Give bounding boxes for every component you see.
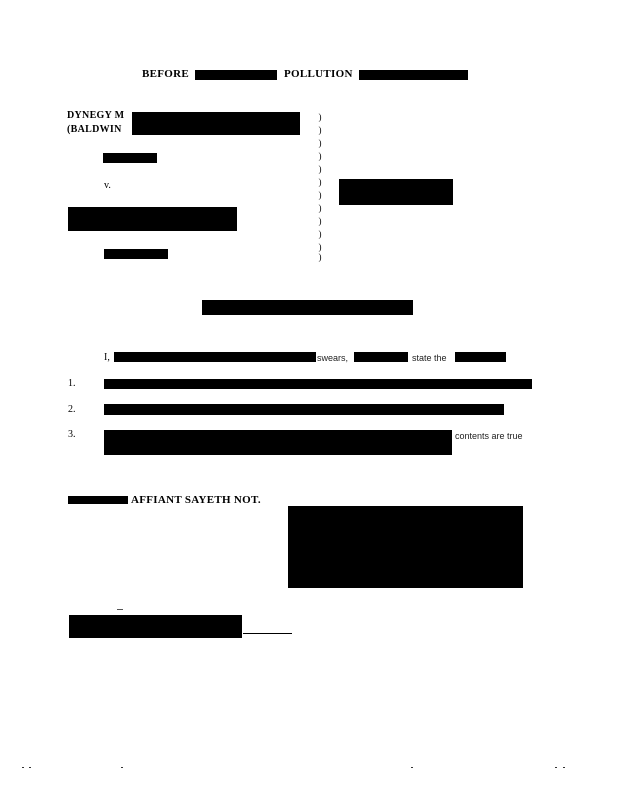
notary-speck bbox=[117, 609, 123, 610]
redaction-respondent bbox=[68, 207, 237, 231]
redaction-affiant-name bbox=[114, 352, 316, 362]
paragraph-number-1: 1. bbox=[68, 378, 76, 389]
closing-statement: AFFIANT SAYETH NOT. bbox=[131, 494, 261, 506]
scan-artifact-1 bbox=[22, 767, 24, 768]
caption-paren-1: ) bbox=[318, 112, 322, 122]
versus-label: v. bbox=[104, 180, 111, 191]
intro-swears: swears, bbox=[317, 353, 349, 363]
scan-artifact-3 bbox=[121, 767, 123, 768]
redaction-petitioner bbox=[132, 112, 300, 135]
caption-paren-2: ) bbox=[318, 125, 322, 135]
redaction-heading-1 bbox=[195, 70, 277, 80]
caption-paren-3: ) bbox=[318, 138, 322, 148]
redaction-heading-2 bbox=[359, 70, 468, 80]
caption-paren-11: ) bbox=[318, 242, 322, 252]
scan-artifact-6 bbox=[563, 767, 565, 768]
scan-artifact-4 bbox=[411, 767, 413, 768]
caption-paren-5: ) bbox=[318, 164, 322, 174]
scan-artifact-5 bbox=[555, 767, 557, 768]
caption-paren-8: ) bbox=[318, 203, 322, 213]
redaction-petitioner-role bbox=[103, 153, 157, 163]
redaction-document-title bbox=[202, 300, 413, 315]
intro-states: state the bbox=[412, 353, 447, 363]
redaction-paragraph-2 bbox=[104, 404, 504, 415]
redaction-notary bbox=[69, 615, 242, 638]
petitioner-name-line1: DYNEGY M bbox=[67, 110, 125, 121]
caption-paren-6: ) bbox=[318, 177, 322, 187]
redaction-closing-prefix bbox=[68, 496, 128, 504]
paragraph-3-tail: contents are true bbox=[455, 431, 523, 441]
redaction-intro-3 bbox=[455, 352, 506, 362]
redaction-paragraph-3 bbox=[104, 430, 452, 455]
intro-pronoun: I, bbox=[104, 352, 110, 363]
caption-paren-9: ) bbox=[318, 216, 322, 226]
heading-pollution: POLLUTION bbox=[284, 68, 353, 80]
caption-paren-7: ) bbox=[318, 190, 322, 200]
caption-paren-10: ) bbox=[318, 229, 322, 239]
petitioner-name-line2: (BALDWIN bbox=[67, 124, 122, 135]
scan-artifact-2 bbox=[29, 767, 31, 768]
redaction-case-number bbox=[339, 179, 453, 205]
redaction-signature-block bbox=[288, 506, 523, 588]
redaction-paragraph-1 bbox=[104, 379, 532, 389]
paragraph-number-2: 2. bbox=[68, 404, 76, 415]
notary-signature-line bbox=[243, 633, 292, 634]
caption-paren-4: ) bbox=[318, 151, 322, 161]
redaction-intro-2 bbox=[354, 352, 408, 362]
caption-paren-12: ) bbox=[318, 252, 322, 262]
redaction-respondent-role bbox=[104, 249, 168, 259]
paragraph-number-3: 3. bbox=[68, 429, 76, 440]
heading-before: BEFORE bbox=[142, 68, 190, 80]
